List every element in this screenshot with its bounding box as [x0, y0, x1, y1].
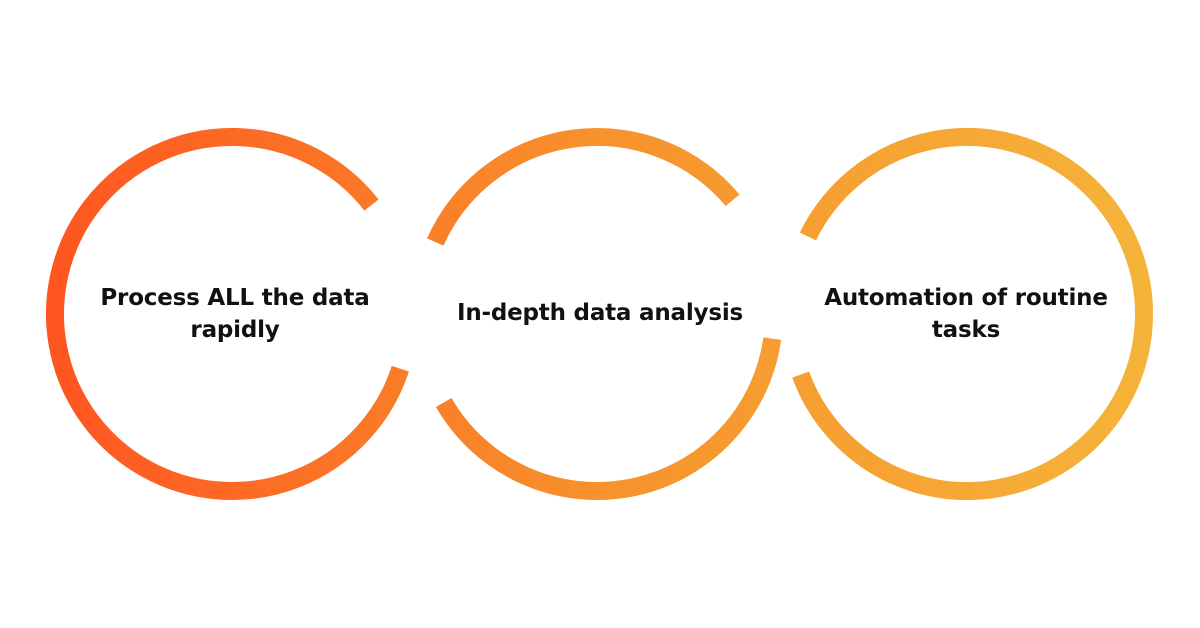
ring-3-arc-1	[792, 128, 1153, 500]
ring-3-label: Automation of routine tasks	[824, 285, 1108, 343]
ring-1-arc-1	[46, 128, 409, 500]
ring-2-label: In-depth data analysis	[456, 300, 744, 326]
ring-2-arc-1	[427, 128, 740, 246]
ring-2-arc-2	[435, 337, 782, 501]
ring-1-label: Process ALL the data rapidly	[100, 285, 370, 343]
